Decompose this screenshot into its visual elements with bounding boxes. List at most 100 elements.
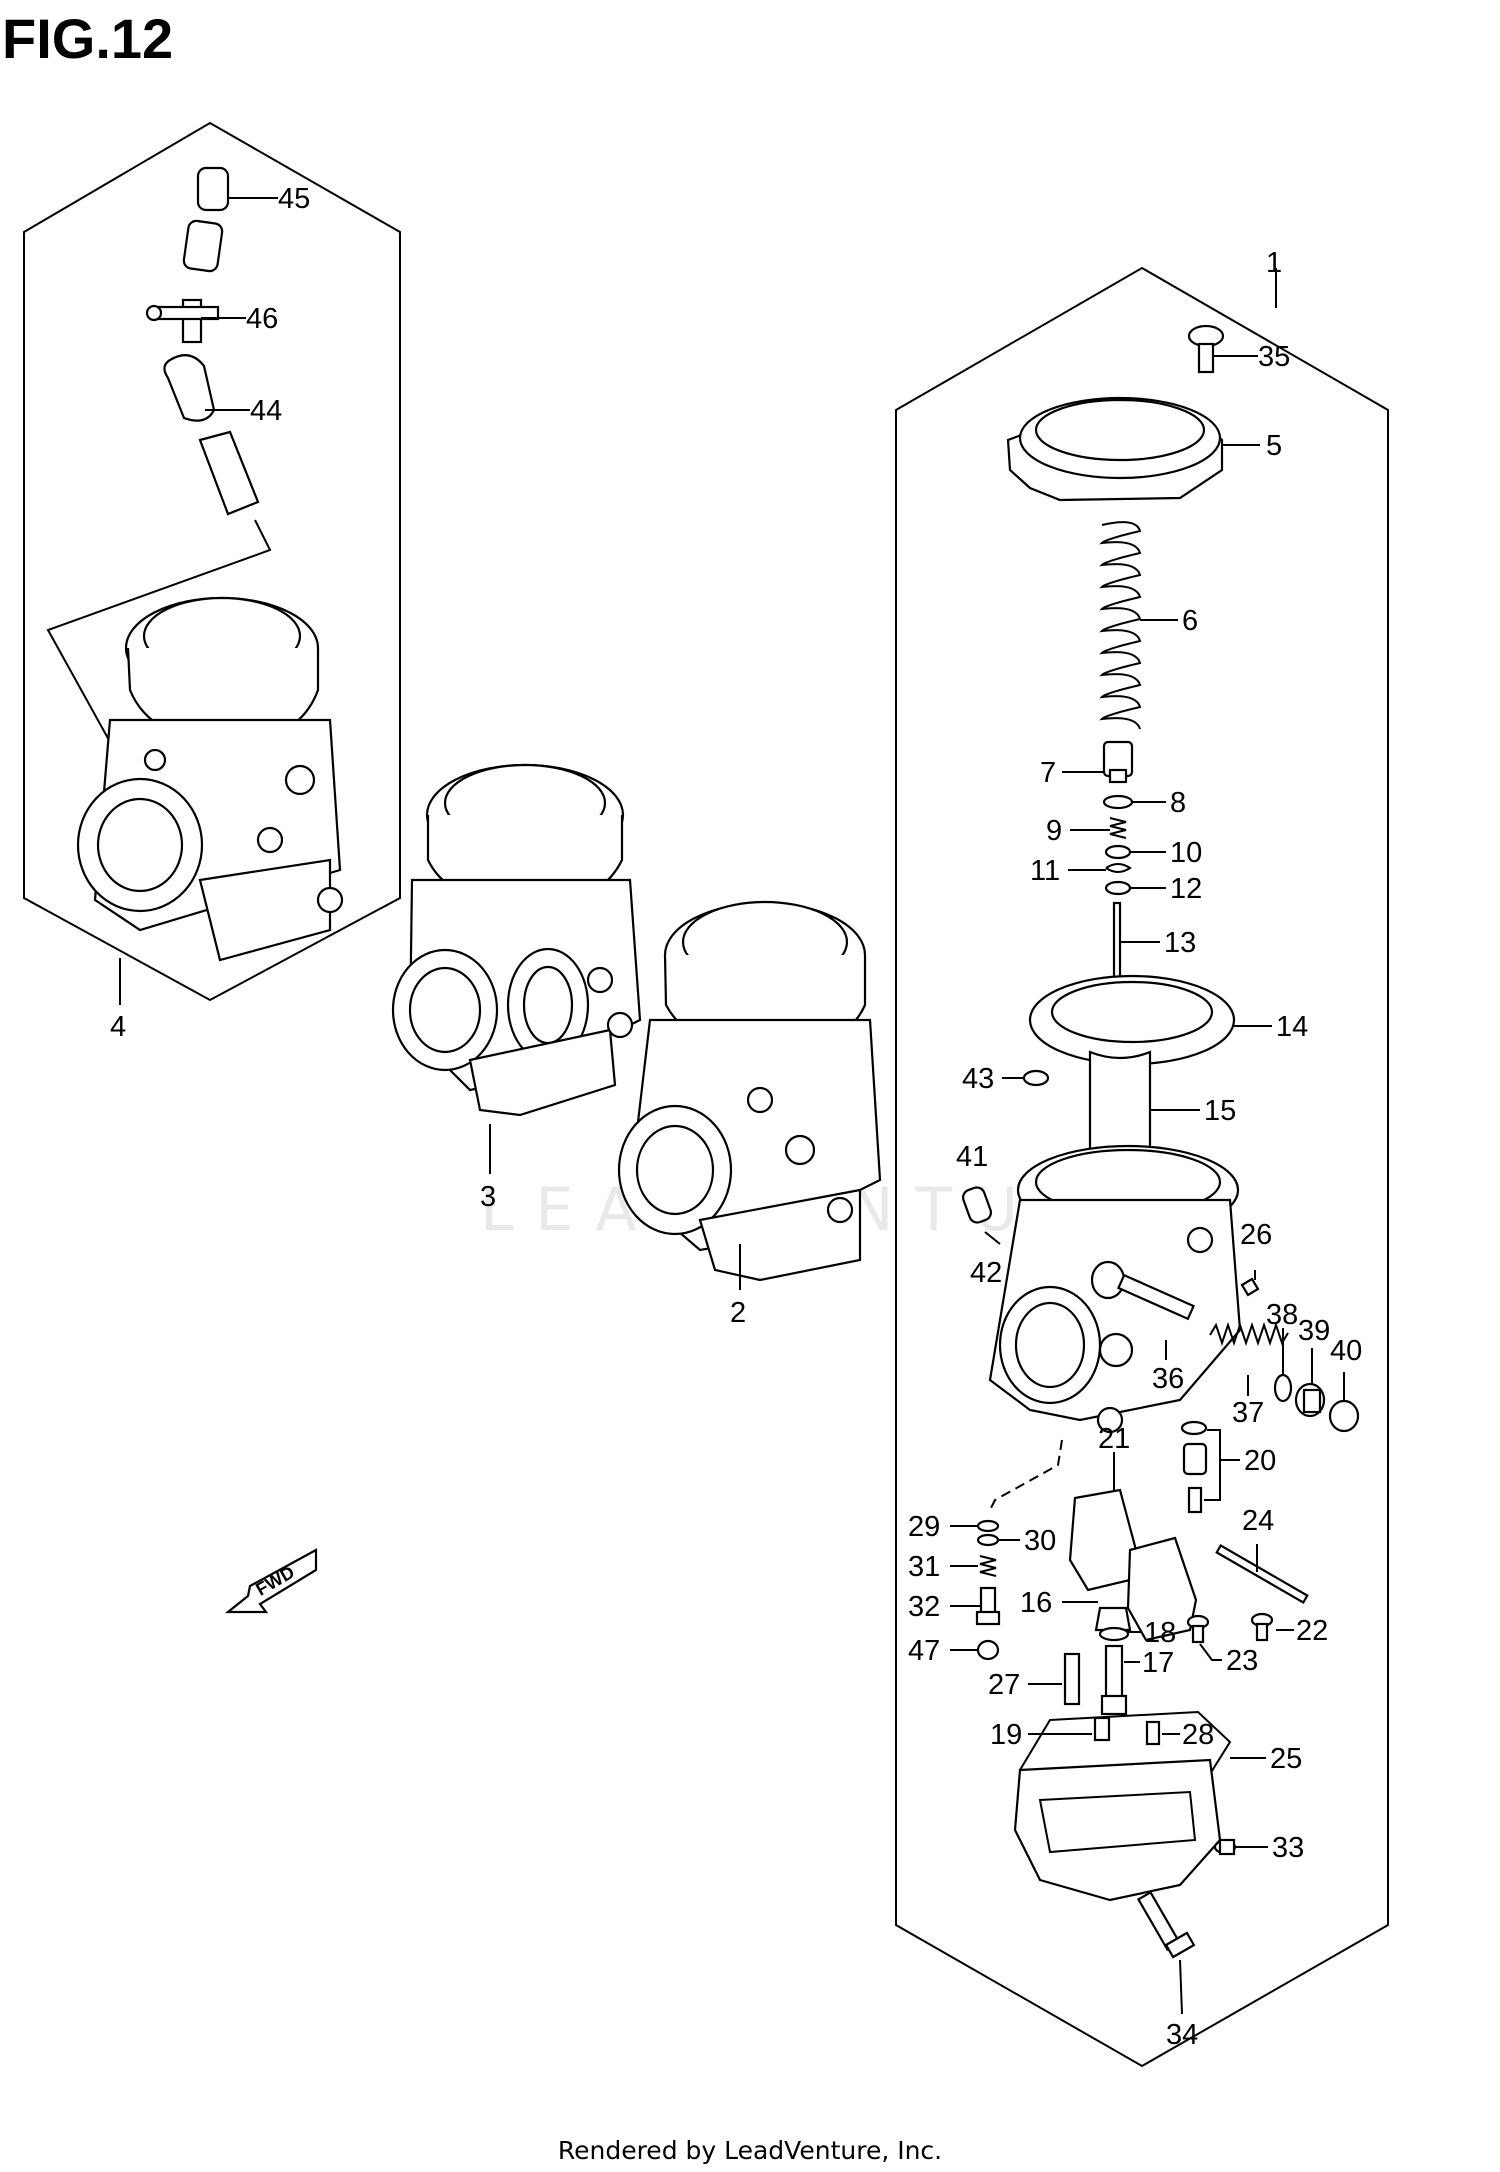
callout-37: 37	[1232, 1397, 1264, 1429]
spring-9	[1109, 817, 1127, 839]
cap-40	[1328, 1399, 1360, 1433]
callout-33: 33	[1272, 1832, 1304, 1864]
callout-4: 4	[110, 1011, 126, 1043]
needle-holder-7	[1102, 740, 1134, 784]
needle-jet-17	[1100, 1644, 1128, 1716]
carburetor-3	[391, 763, 642, 1117]
callout-10: 10	[1170, 837, 1202, 869]
jet-16	[1094, 1606, 1132, 1632]
fitting-46	[145, 298, 220, 344]
callout-45: 45	[278, 183, 310, 215]
callout-19: 19	[990, 1719, 1022, 1751]
callout-28: 28	[1182, 1719, 1214, 1751]
callout-11: 11	[1030, 855, 1060, 887]
callout-39: 39	[1298, 1315, 1330, 1347]
callout-18: 18	[1144, 1617, 1176, 1649]
callout-14: 14	[1276, 1011, 1308, 1043]
body-to-bowl-line	[989, 1439, 1063, 1511]
o-ring-43	[1022, 1069, 1050, 1087]
screw-32	[975, 1586, 1001, 1626]
drain-screw-34	[1136, 1890, 1196, 1959]
o-ring-18	[1098, 1626, 1130, 1642]
callout-3: 3	[480, 1181, 496, 1213]
callout-8: 8	[1170, 787, 1186, 819]
assembly-4-frame	[23, 121, 401, 1002]
washer-8	[1102, 794, 1134, 810]
spring-6	[1099, 521, 1142, 730]
callout-34: 34	[1166, 2019, 1198, 2051]
callout-24: 24	[1242, 1505, 1274, 1537]
plug-26	[1240, 1277, 1260, 1297]
callout-25: 25	[1270, 1743, 1302, 1775]
callout-44: 44	[250, 395, 282, 427]
carburetor-2	[617, 900, 882, 1282]
callout-5: 5	[1266, 430, 1282, 462]
assembly-1-frame	[895, 266, 1389, 2068]
screw-35	[1187, 324, 1225, 374]
leader-lines	[119, 197, 1345, 2015]
callout-12: 12	[1170, 873, 1202, 905]
callout-43: 43	[962, 1063, 994, 1095]
callout-22: 22	[1296, 1615, 1328, 1647]
screw-33	[1213, 1838, 1237, 1856]
callout-38: 38	[1266, 1299, 1298, 1331]
callout-32: 32	[908, 1591, 940, 1623]
callout-40: 40	[1330, 1335, 1362, 1367]
callout-36: 36	[1152, 1363, 1184, 1395]
washer-10	[1104, 844, 1132, 860]
clip-11	[1105, 863, 1132, 873]
callout-47: 47	[908, 1635, 940, 1667]
callout-23: 23	[1226, 1645, 1258, 1677]
callout-9: 9	[1046, 815, 1062, 847]
callout-7: 7	[1040, 757, 1056, 789]
float-21b	[1126, 1536, 1198, 1642]
callout-15: 15	[1204, 1095, 1236, 1127]
callout-46: 46	[246, 303, 278, 335]
hose-44	[163, 354, 260, 516]
screw-28	[1145, 1720, 1161, 1746]
diaphragm-14	[1028, 974, 1236, 1066]
needle-valve-20	[1180, 1420, 1208, 1514]
top-cap-5	[1006, 396, 1224, 502]
callout-41: 41	[956, 1141, 988, 1173]
screw-23	[1186, 1614, 1210, 1644]
callout-42: 42	[970, 1257, 1002, 1289]
pilot-jet-27	[1063, 1652, 1081, 1706]
carburetor-4	[76, 596, 344, 962]
callout-21: 21	[1098, 1423, 1130, 1455]
callout-26: 26	[1240, 1219, 1272, 1251]
carburetor-body-1	[988, 1144, 1242, 1434]
callout-17: 17	[1142, 1647, 1174, 1679]
float-bowl	[1013, 1758, 1222, 1902]
float-pin-24	[1215, 1544, 1309, 1604]
forward-direction-arrow: FWD	[224, 1548, 318, 1614]
callout-29: 29	[908, 1511, 940, 1543]
callout-16: 16	[1020, 1587, 1052, 1619]
footer-credit: Rendered by LeadVenture, Inc.	[557, 2136, 943, 2165]
callout-6: 6	[1182, 605, 1198, 637]
callout-13: 13	[1164, 927, 1196, 959]
o-ring-29	[976, 1519, 1000, 1533]
callout-30: 30	[1024, 1525, 1056, 1557]
screw-36	[1116, 1273, 1196, 1321]
callout-2: 2	[730, 1297, 746, 1329]
float-21a	[1068, 1488, 1138, 1592]
washer-12	[1104, 880, 1132, 896]
plug-47	[976, 1639, 1000, 1661]
spring-37	[1209, 1321, 1289, 1347]
figure-title: FIG.12	[2, 7, 174, 70]
hose-route-line	[46, 519, 272, 761]
spring-31	[979, 1555, 997, 1577]
o-ring-38	[1273, 1373, 1293, 1403]
callout-20: 20	[1244, 1445, 1276, 1477]
plug-39	[1294, 1382, 1326, 1418]
main-jet-19	[1093, 1716, 1111, 1742]
callout-31: 31	[908, 1551, 940, 1583]
hose-45	[182, 166, 230, 273]
callout-1: 1	[1266, 247, 1282, 279]
screw-22	[1250, 1612, 1274, 1642]
callout-35: 35	[1258, 341, 1290, 373]
cap-41	[962, 1186, 992, 1224]
washer-30	[976, 1533, 1000, 1547]
